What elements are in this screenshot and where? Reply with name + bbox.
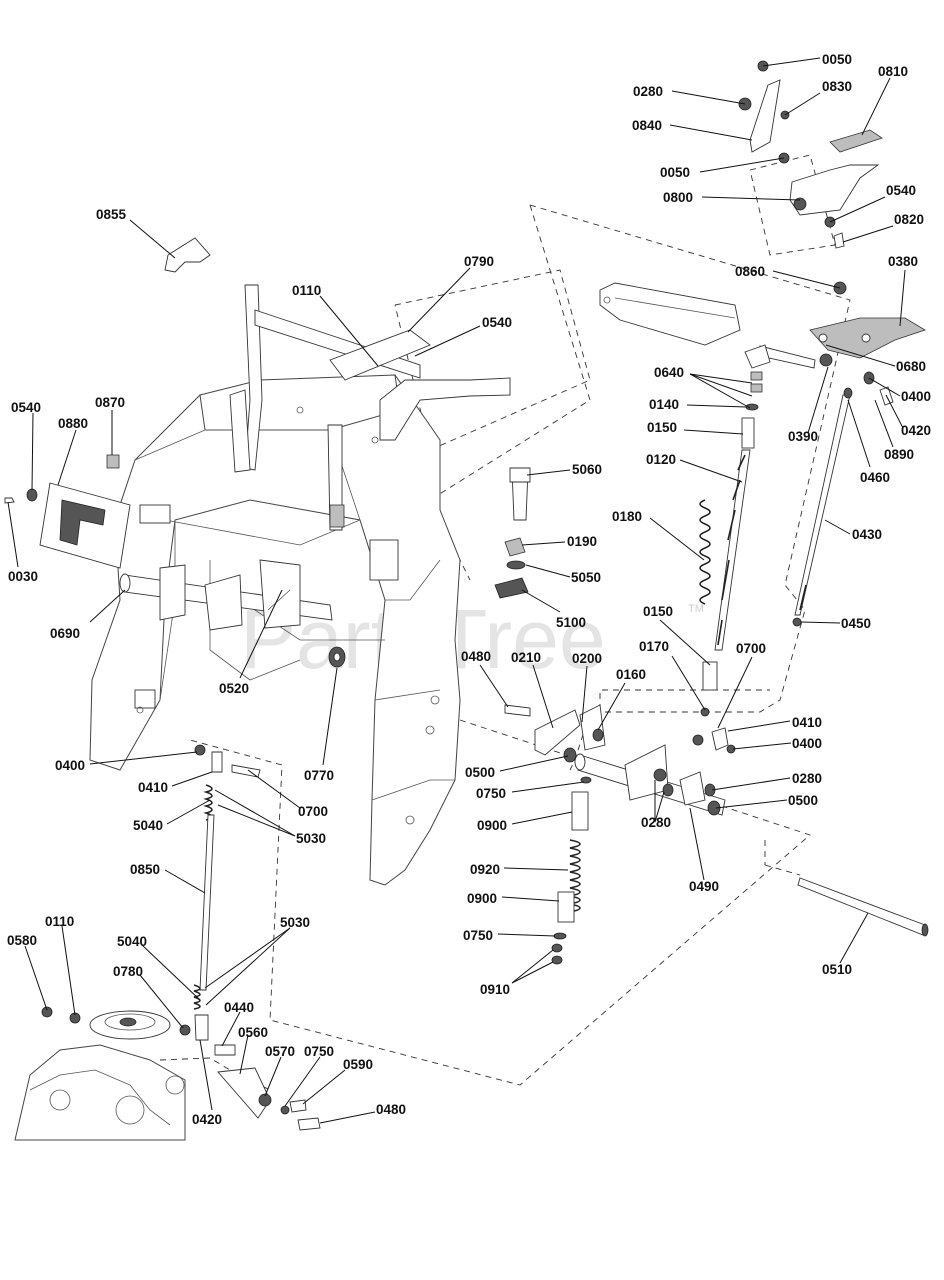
- callout-5100: 5100: [556, 615, 586, 630]
- callout-0500: 0500: [788, 793, 818, 808]
- callout-0910: 0910: [480, 982, 510, 997]
- callout-0680: 0680: [896, 359, 926, 374]
- callout-0880: 0880: [58, 416, 88, 431]
- callout-0490: 0490: [689, 879, 719, 894]
- callout-0580: 0580: [7, 933, 37, 948]
- callout-0410: 0410: [792, 715, 822, 730]
- callout-0540: 0540: [886, 183, 916, 198]
- callout-0200: 0200: [572, 651, 602, 666]
- callout-0570: 0570: [265, 1044, 295, 1059]
- callout-5060: 5060: [572, 462, 602, 477]
- callout-0140: 0140: [649, 397, 679, 412]
- handle-frame: [89, 284, 511, 886]
- callout-0400: 0400: [901, 389, 931, 404]
- callout-0700: 0700: [298, 804, 328, 819]
- callout-0890: 0890: [884, 447, 914, 462]
- rod-0850: [179, 744, 321, 1131]
- callout-0380: 0380: [888, 254, 918, 269]
- callout-0150: 0150: [647, 420, 677, 435]
- callout-0850: 0850: [130, 862, 160, 877]
- callout-0280: 0280: [633, 84, 663, 99]
- callout-0840: 0840: [632, 118, 662, 133]
- callout-0030: 0030: [8, 569, 38, 584]
- callout-0280: 0280: [641, 815, 671, 830]
- callout-0400: 0400: [792, 736, 822, 751]
- callout-0900: 0900: [477, 818, 507, 833]
- callout-5040: 5040: [117, 934, 147, 949]
- callout-0830: 0830: [822, 79, 852, 94]
- callout-0500: 0500: [465, 765, 495, 780]
- callout-0190: 0190: [567, 534, 597, 549]
- callout-0430: 0430: [852, 527, 882, 542]
- callout-0450: 0450: [841, 616, 871, 631]
- callout-0390: 0390: [788, 429, 818, 444]
- callout-0480: 0480: [461, 649, 491, 664]
- callout-0560: 0560: [238, 1025, 268, 1040]
- callout-0860: 0860: [735, 264, 765, 279]
- callout-0780: 0780: [113, 964, 143, 979]
- cross-shaft-assembly: [504, 704, 929, 965]
- callout-0400: 0400: [55, 758, 85, 773]
- callout-0690: 0690: [50, 626, 80, 641]
- watermark-tm: TM: [688, 603, 704, 615]
- callout-0150: 0150: [643, 604, 673, 619]
- callout-0280: 0280: [792, 771, 822, 786]
- transmission: [14, 1006, 186, 1141]
- decal-panel: [4, 454, 131, 569]
- link-rod-0120: [699, 371, 763, 717]
- callout-0110: 0110: [292, 283, 321, 298]
- callout-0180: 0180: [612, 509, 642, 524]
- callout-0050: 0050: [822, 52, 852, 67]
- callout-0520: 0520: [219, 681, 249, 696]
- callout-0700: 0700: [736, 641, 766, 656]
- bracket-0855: [164, 237, 211, 273]
- callout-0790: 0790: [464, 254, 494, 269]
- callout-0750: 0750: [304, 1044, 334, 1059]
- callout-0420: 0420: [192, 1112, 222, 1127]
- callout-0120: 0120: [646, 452, 676, 467]
- callout-0870: 0870: [95, 395, 125, 410]
- callout-0540: 0540: [482, 315, 512, 330]
- callout-0110: 0110: [45, 914, 74, 929]
- callout-5030: 5030: [280, 915, 310, 930]
- callout-0750: 0750: [476, 786, 506, 801]
- lever-assembly: [599, 60, 926, 406]
- callout-5030: 5030: [296, 831, 326, 846]
- callout-0590: 0590: [343, 1057, 373, 1072]
- callout-0170: 0170: [639, 639, 669, 654]
- callout-0810: 0810: [878, 64, 908, 79]
- callout-0210: 0210: [511, 650, 541, 665]
- callout-0460: 0460: [860, 470, 890, 485]
- callout-0750: 0750: [463, 928, 493, 943]
- callout-0540: 0540: [11, 400, 41, 415]
- callout-0440: 0440: [224, 1000, 254, 1015]
- callout-0050: 0050: [660, 165, 690, 180]
- callout-0410: 0410: [138, 780, 168, 795]
- callout-0820: 0820: [894, 212, 924, 227]
- callout-labels: 0050 0810 0280 0830 0840 0050 0800 0540 …: [7, 52, 931, 1127]
- callout-0800: 0800: [663, 190, 693, 205]
- leader-lines: [7, 57, 906, 1124]
- callout-0900: 0900: [467, 891, 497, 906]
- callout-0510: 0510: [822, 962, 852, 977]
- callout-0770: 0770: [304, 768, 334, 783]
- rod-0430: [792, 387, 853, 627]
- callout-0855: 0855: [96, 207, 127, 222]
- callout-0420: 0420: [901, 423, 931, 438]
- callout-0920: 0920: [470, 862, 500, 877]
- callout-0160: 0160: [616, 667, 646, 682]
- callout-5040: 5040: [133, 818, 163, 833]
- callout-0640: 0640: [654, 365, 684, 380]
- pivot-bolt-assembly: [494, 467, 531, 599]
- callout-5050: 5050: [571, 570, 601, 585]
- callout-0480: 0480: [376, 1102, 406, 1117]
